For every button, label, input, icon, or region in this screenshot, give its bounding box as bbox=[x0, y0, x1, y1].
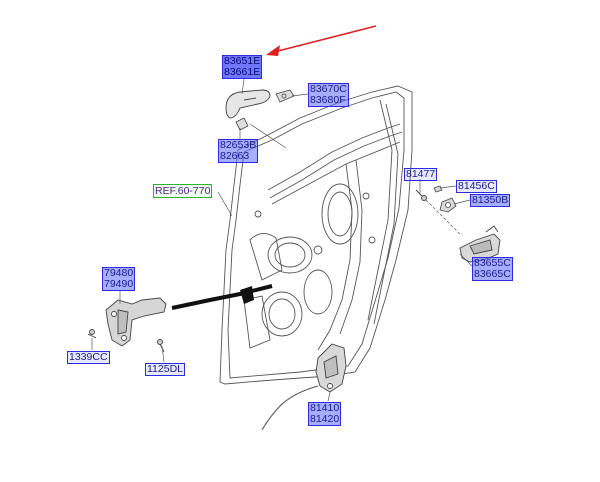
callout-83670c[interactable]: 83670C 83680F bbox=[308, 83, 349, 107]
door-latch bbox=[315, 343, 347, 393]
part-number-81477: 81477 bbox=[406, 168, 436, 180]
checker-screw bbox=[157, 339, 165, 353]
part-number-83661e: 83661E bbox=[224, 66, 261, 78]
part-number-81456c: 81456C bbox=[458, 180, 495, 192]
callout-81410[interactable]: 81410 81420 bbox=[308, 402, 342, 426]
checker-strap bbox=[171, 284, 273, 310]
latch-cable bbox=[261, 385, 319, 431]
part-number-79490: 79490 bbox=[104, 278, 134, 290]
highlight-arrow bbox=[266, 25, 377, 56]
callout-83651e[interactable]: 83651E 83661E bbox=[222, 55, 263, 79]
door-panel-outline bbox=[219, 85, 413, 385]
callout-81350b[interactable]: 81350B bbox=[470, 194, 511, 207]
bolt bbox=[415, 189, 427, 201]
part-number-83655c: 83655C bbox=[474, 257, 511, 269]
callout-79480[interactable]: 79480 79490 bbox=[102, 267, 136, 291]
part-number-83680f: 83680F bbox=[310, 94, 346, 106]
handle-clip bbox=[235, 117, 249, 131]
callout-81456c[interactable]: 81456C bbox=[456, 180, 497, 193]
part-number-1125dl: 1125DL bbox=[147, 363, 184, 375]
callout-1339cc[interactable]: 1339CC bbox=[67, 351, 110, 364]
part-number-79480: 79480 bbox=[104, 267, 134, 279]
callout-83655c[interactable]: 83655C 83665C bbox=[472, 257, 513, 281]
part-number-1339cc: 1339CC bbox=[69, 351, 108, 363]
part-number-81350b: 81350B bbox=[472, 194, 509, 206]
callout-1125dl[interactable]: 1125DL bbox=[145, 363, 186, 376]
checker-bolt bbox=[87, 329, 97, 339]
callout-81477[interactable]: 81477 bbox=[404, 168, 438, 181]
inside-handle-bracket bbox=[433, 185, 457, 213]
part-number-82653b: 82653B bbox=[220, 139, 257, 151]
callout-82653b[interactable]: 82653B 82663 bbox=[218, 139, 259, 163]
inside-handle bbox=[459, 225, 501, 263]
part-number-83670c: 83670C bbox=[310, 83, 347, 95]
part-number-82663: 82663 bbox=[220, 150, 250, 162]
door-checker bbox=[105, 297, 167, 347]
part-number-81410: 81410 bbox=[310, 402, 340, 414]
part-number-83651e: 83651E bbox=[224, 55, 261, 67]
reference-label[interactable]: REF.60-770 bbox=[153, 184, 213, 198]
outside-handle bbox=[225, 89, 271, 119]
part-number-83665c: 83665C bbox=[474, 268, 511, 280]
part-number-81420: 81420 bbox=[310, 413, 340, 425]
handle-cover bbox=[275, 89, 295, 103]
